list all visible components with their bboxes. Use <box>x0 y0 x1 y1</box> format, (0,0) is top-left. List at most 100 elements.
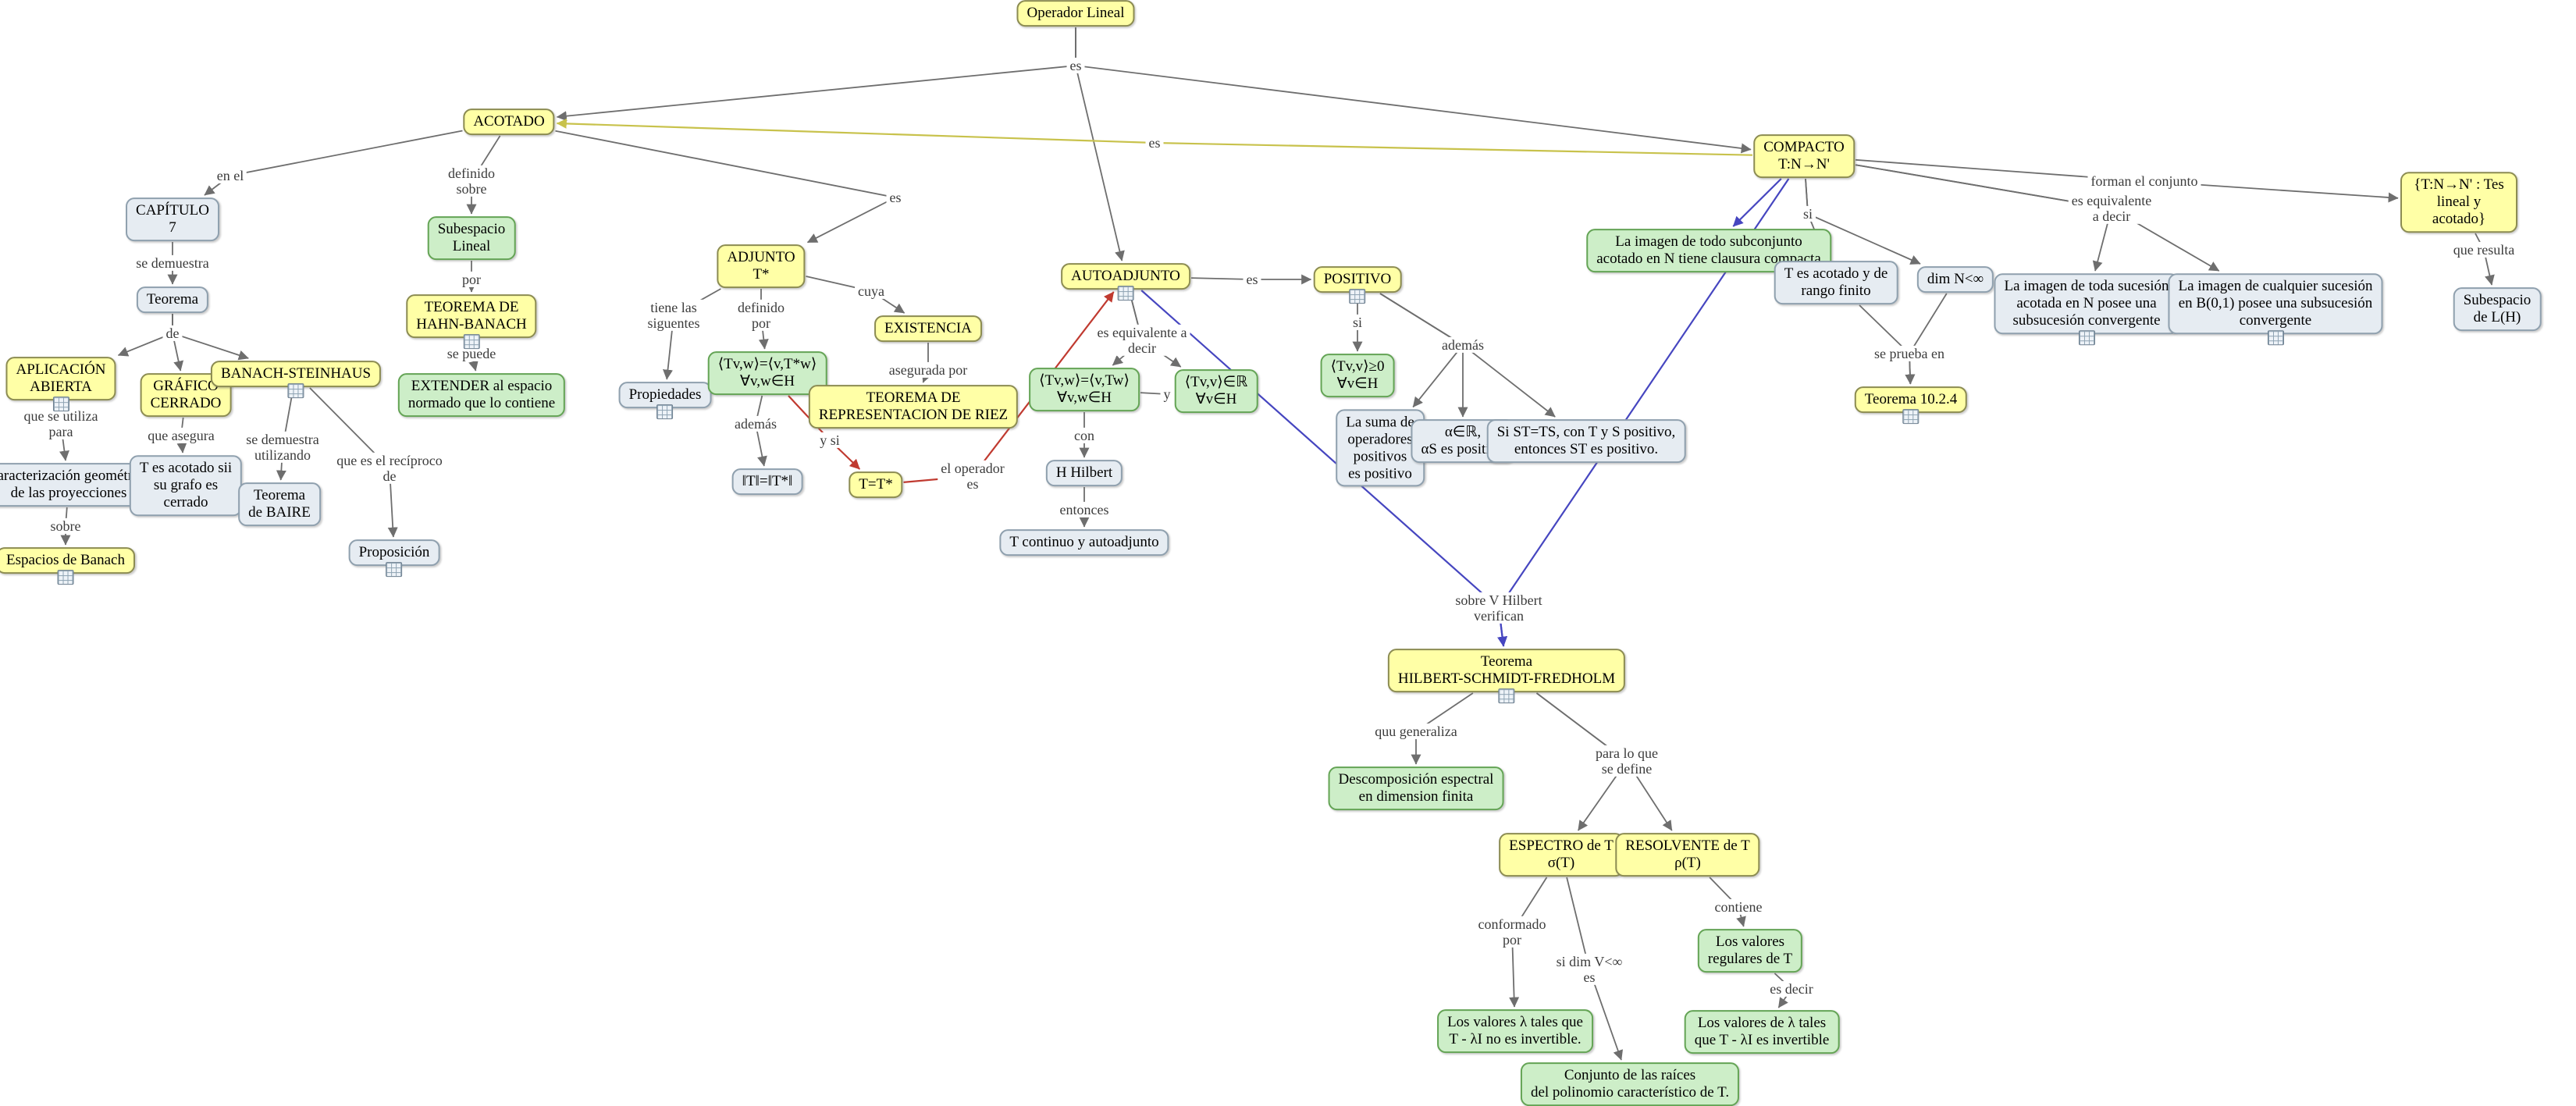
link-phrase-contiene[interactable]: contiene <box>1711 898 1766 916</box>
resource-grid-icon[interactable] <box>1498 688 1515 703</box>
link-phrase-que-se-utiliza[interactable]: que se utiliza para <box>20 407 101 440</box>
link-phrase-es-adjunto[interactable]: es <box>886 189 905 206</box>
link-phrase-el-operador-es[interactable]: el operador es <box>938 460 1008 493</box>
resource-grid-icon[interactable] <box>1117 285 1134 301</box>
node-teorema-baire[interactable]: Teorema de BAIRE <box>238 482 321 526</box>
link-phrase-que-asegura[interactable]: que asegura <box>144 427 218 444</box>
node-teorema[interactable]: Teorema <box>136 286 209 313</box>
link-phrase-es-equivalente-1[interactable]: es equivalente a decir <box>1094 324 1190 357</box>
node-acotado[interactable]: ACOTADO <box>463 108 555 135</box>
link-phrase-reciproco[interactable]: que es el recíproco de <box>333 452 446 485</box>
node-adjunto[interactable]: ADJUNTO T* <box>717 244 806 288</box>
link-phrase-tiene-las-siguentes[interactable]: tiene las siguentes <box>644 299 703 332</box>
node-subespacio-lh[interactable]: Subespacio de L(H) <box>2453 287 2542 331</box>
node-norma-igual[interactable]: ‖T‖=‖T*‖ <box>731 468 803 495</box>
node-formula-tvv-real[interactable]: ⟨Tv,v⟩∈ℝ ∀v∈H <box>1174 369 1258 413</box>
node-proposicion[interactable]: Proposición <box>348 539 440 577</box>
resource-grid-icon[interactable] <box>57 569 74 585</box>
resource-grid-icon[interactable] <box>287 382 304 398</box>
link-phrase-conformado-por[interactable]: conformado por <box>1475 916 1550 948</box>
node-formula-tvv-pos[interactable]: ⟨Tv,v⟩≥0 ∀v∈H <box>1320 354 1395 397</box>
link-phrase-si-positivo[interactable]: si <box>1349 314 1366 331</box>
node-riez[interactable]: TEOREMA DE REPRESENTACION DE RIEZ <box>808 385 1019 429</box>
node-valores-no-invertible[interactable]: Los valores λ tales que T - λI no es inv… <box>1437 1009 1593 1053</box>
node-valores-regulares[interactable]: Los valores regulares de T <box>1697 929 1803 973</box>
node-positivo[interactable]: POSITIVO <box>1313 266 1402 304</box>
node-autoadjunto[interactable]: AUTOADJUNTO <box>1061 263 1190 301</box>
node-t-acotado-sii[interactable]: T es acotado sii su grafo es cerrado <box>129 455 243 516</box>
link-phrase-con[interactable]: con <box>1071 427 1098 444</box>
link-phrase-en-el[interactable]: en el <box>213 167 247 184</box>
resource-grid-icon[interactable] <box>463 333 480 349</box>
node-conjunto-raices[interactable]: Conjunto de las raíces del polinomio car… <box>1520 1062 1740 1106</box>
resource-grid-icon[interactable] <box>1902 408 1920 424</box>
link-phrase-para-lo-que[interactable]: para lo que se define <box>1592 745 1661 777</box>
link-phrase-es-equivalente-2[interactable]: es equivalente a decir <box>2068 192 2155 225</box>
link-phrase-se-demuestra-utilizando[interactable]: se demuestra utilizando <box>243 431 322 464</box>
link-phrase-es-root[interactable]: es <box>1066 57 1085 74</box>
node-t-igual-t-adjunto[interactable]: T=T* <box>849 471 903 498</box>
resource-grid-icon[interactable] <box>386 561 403 577</box>
node-resolvente[interactable]: RESOLVENTE de T ρ(T) <box>1615 833 1760 877</box>
node-propiedades[interactable]: Propiedades <box>618 382 712 419</box>
node-existencia[interactable]: EXISTENCIA <box>874 315 982 342</box>
node-h-hilbert[interactable]: H Hilbert <box>1045 460 1123 486</box>
node-subespacio-lineal[interactable]: Subespacio Lineal <box>427 216 516 260</box>
link-phrase-es-positivo[interactable]: es <box>1243 271 1261 288</box>
resource-grid-icon[interactable] <box>2078 329 2095 345</box>
node-grafico-cerrado[interactable]: GRÁFICO CERRADO <box>140 373 232 417</box>
node-dim-n[interactable]: dim N<∞ <box>1916 266 1994 293</box>
node-conjunto-operadores[interactable]: {T:N→N' : Tes lineal y acotado} <box>2400 172 2517 233</box>
link-phrase-se-demuestra[interactable]: se demuestra <box>133 254 212 272</box>
node-compacto[interactable]: COMPACTO T:N→N' <box>1753 134 1855 178</box>
link-phrase-asegurada-por[interactable]: asegurada por <box>885 361 971 379</box>
link-phrase-definido-por[interactable]: definido por <box>735 299 788 332</box>
link-phrase-es-compacto-acotado[interactable]: es <box>1145 134 1164 151</box>
node-imagen-cualquier-sucesion[interactable]: La imagen de cualquier sucesión en B(0,1… <box>2168 273 2383 345</box>
link-phrase-sobre[interactable]: sobre <box>47 517 84 535</box>
link-phrase-si-dim[interactable]: si dim V<∞ es <box>1553 953 1626 986</box>
link-phrase-de[interactable]: de <box>162 325 183 342</box>
link-phrase-y-si[interactable]: y si <box>817 432 843 449</box>
link-phrase-se-prueba-en[interactable]: se prueba en <box>1871 345 1948 362</box>
link-phrase-sobre-v-hilbert[interactable]: sobre V Hilbert verifican <box>1452 592 1546 624</box>
link-phrase-que-resulta[interactable]: que resulta <box>2450 241 2518 258</box>
link-phrase-se-puede[interactable]: se puede <box>443 345 500 362</box>
resource-grid-icon[interactable] <box>1349 288 1366 304</box>
link-phrase-forman-el-conjunto[interactable]: forman el conjunto <box>2087 172 2201 190</box>
node-hahn-banach[interactable]: TEOREMA DE HAHN-BANACH <box>406 294 537 349</box>
node-formula-adjunto[interactable]: ⟨Tv,w⟩=⟨v,T*w⟩ ∀v,w∈H <box>707 351 827 395</box>
link-phrase-que-generaliza[interactable]: quu generaliza <box>1372 723 1461 740</box>
link-phrase-cuya[interactable]: cuya <box>855 283 888 300</box>
resource-grid-icon[interactable] <box>52 396 69 411</box>
link-phrase-si-compacto[interactable]: si <box>1799 205 1816 222</box>
link-phrase-ademas-2[interactable]: además <box>1439 336 1487 354</box>
node-teorema-10-2-4[interactable]: Teorema 10.2.4 <box>1854 386 1968 424</box>
node-teorema-hsf[interactable]: Teorema HILBERT-SCHMIDT-FREDHOLM <box>1387 649 1626 703</box>
link-phrase-por[interactable]: por <box>459 271 484 288</box>
node-suma-operadores[interactable]: La suma de operadores positivos es posit… <box>1336 409 1425 487</box>
link-phrase-ademas-1[interactable]: además <box>731 415 780 432</box>
link-phrase-definido-sobre[interactable]: definido sobre <box>445 165 498 197</box>
node-t-rango-finito[interactable]: T es acotado y de rango finito <box>1774 261 1898 304</box>
node-capitulo-7[interactable]: CAPÍTULO 7 <box>126 197 219 241</box>
node-st-ts[interactable]: Si ST=TS, con T y S positivo, entonces S… <box>1486 419 1686 463</box>
link-phrase-y[interactable]: y <box>1160 386 1174 403</box>
node-valores-invertible[interactable]: Los valores de λ tales que T - λI es inv… <box>1684 1010 1840 1054</box>
resource-grid-icon[interactable] <box>2267 329 2284 345</box>
node-aplicacion-abierta[interactable]: APLICACIÓN ABIERTA <box>5 357 116 411</box>
node-descomposicion[interactable]: Descomposición espectral en dimension fi… <box>1328 766 1504 810</box>
node-banach-steinhaus[interactable]: BANACH-STEINHAUS <box>210 361 382 398</box>
node-label: COMPACTO T:N→N' <box>1763 139 1845 172</box>
node-t-continuo[interactable]: T continuo y autoadjunto <box>999 529 1169 556</box>
node-operador-lineal[interactable]: Operador Lineal <box>1016 0 1135 27</box>
link-phrase-entonces[interactable]: entonces <box>1056 501 1112 518</box>
node-formula-tvw[interactable]: ⟨Tv,w⟩=⟨v,Tw⟩ ∀v,w∈H <box>1029 368 1140 411</box>
node-espectro[interactable]: ESPECTRO de T σ(T) <box>1499 833 1624 877</box>
node-extender[interactable]: EXTENDER al espacio normado que lo conti… <box>397 373 566 417</box>
node-espacios-banach[interactable]: Espacios de Banach <box>0 547 135 585</box>
resource-grid-icon[interactable] <box>656 404 674 419</box>
link-phrase-es-decir[interactable]: es decir <box>1767 980 1816 998</box>
node-imagen-toda-sucesion[interactable]: La imagen de toda sucesión acotada en N … <box>1994 273 2179 345</box>
